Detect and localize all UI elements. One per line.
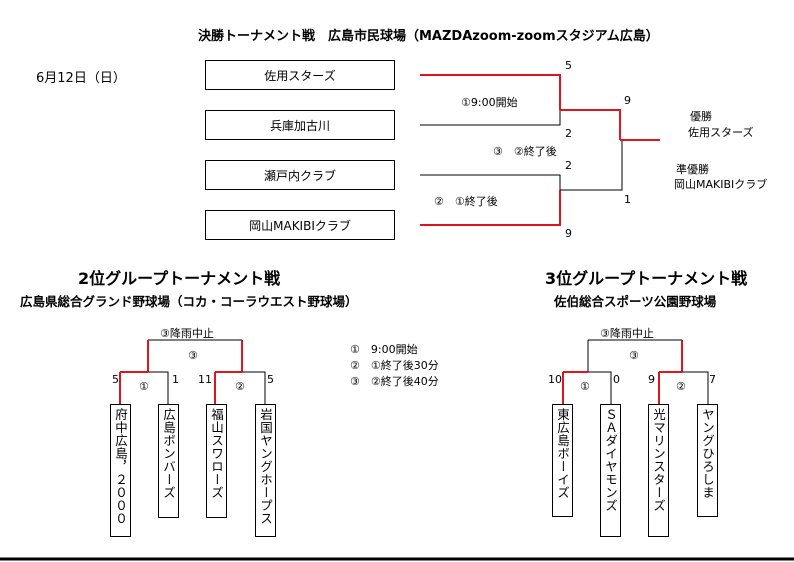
third-score-3: 9 [648, 373, 655, 386]
second-venue: 広島県総合グランド野球場（コカ・コーラウエスト野球場） [20, 294, 358, 309]
champion-name: 佐用スターズ [688, 126, 754, 139]
second-team-3: 福山スワローズ [206, 404, 227, 518]
third-rain: ③降雨中止 [600, 327, 654, 340]
third-line-g1-red [562, 371, 588, 404]
schedule-item-1: ① 9:00開始 [350, 343, 418, 356]
final-game-3: ③ ②終了後 [493, 145, 557, 158]
third-g2: ② [676, 380, 686, 393]
second-score-2: 1 [172, 373, 179, 386]
second-g1: ① [139, 380, 149, 393]
final-team-2: 兵庫加古川 [205, 110, 395, 140]
final-score-3: 2 [565, 159, 572, 172]
third-team-1: 東広島ボーイズ [552, 404, 573, 517]
runner-up-label: 準優勝 [676, 163, 709, 176]
third-line-g2-black [682, 371, 709, 404]
final-score-1: 5 [565, 59, 572, 72]
third-line-g1-black [588, 371, 612, 404]
third-line-g2-red [658, 371, 682, 404]
third-score-1: 10 [548, 373, 562, 386]
final-date: 6月12日（日） [36, 71, 126, 86]
final-line-semi1 [560, 109, 621, 140]
third-score-2: 0 [613, 373, 620, 386]
final-title: 決勝トーナメント戦 広島市民球場（MAZDAzoom-zoomスタジアム広島） [198, 29, 659, 44]
champion-label: 優勝 [690, 110, 712, 123]
final-line-team4 [420, 190, 561, 226]
final-score-bottom: 1 [624, 193, 631, 206]
third-team-2: ＳＡダイヤモンズ [600, 404, 621, 537]
second-rain: ③降雨中止 [160, 327, 214, 340]
third-g1: ① [580, 380, 590, 393]
second-bracket-lines [119, 339, 266, 404]
final-game-2: ② ①終了後 [434, 195, 498, 208]
final-score-2: 2 [565, 127, 572, 140]
second-g2: ② [235, 380, 245, 393]
second-line-g1-red [119, 371, 148, 404]
second-g3: ③ [188, 349, 198, 362]
third-g3: ③ [629, 349, 639, 362]
third-team-4: ヤングひろしま [697, 404, 718, 517]
final-team-4: 岡山MAKIBIクラブ [205, 210, 395, 240]
final-line-team1 [420, 74, 561, 110]
second-score-4: 5 [267, 373, 274, 386]
final-score-4: 9 [565, 227, 572, 240]
second-line-g2-black [242, 371, 266, 404]
final-line-semi2 [560, 140, 623, 191]
second-score-3: 11 [198, 373, 212, 386]
third-title: 3位グループトーナメント戦 [545, 269, 748, 288]
second-line-g1-black [148, 371, 169, 404]
schedule-item-3: ③ ②終了後40分 [350, 375, 439, 388]
final-bracket-lines [420, 74, 660, 226]
final-game-1: ①9:00開始 [461, 96, 518, 109]
final-line-team2 [420, 110, 561, 126]
second-team-1: 府中広島，２０００ [110, 404, 131, 537]
third-bracket-lines [562, 339, 709, 404]
final-team-3: 瀬戸内クラブ [205, 160, 395, 190]
second-team-2: 広島ボンバーズ [158, 404, 179, 518]
third-venue: 佐伯総合スポーツ公園野球場 [554, 294, 717, 309]
final-score-top: 9 [624, 94, 631, 107]
second-line-g2-red [214, 371, 242, 404]
third-team-3: 光マリンスターズ [648, 404, 669, 537]
runner-up-name: 岡山MAKIBIクラブ [674, 178, 768, 191]
schedule-item-2: ② ①終了後30分 [350, 359, 439, 372]
final-line-team3 [420, 174, 561, 190]
second-title: 2位グループトーナメント戦 [78, 269, 281, 288]
second-team-4: 岩国ヤングホープス [255, 404, 276, 537]
second-score-1: 5 [112, 373, 119, 386]
third-score-4: 7 [709, 373, 716, 386]
final-team-1: 佐用スターズ [205, 60, 395, 90]
